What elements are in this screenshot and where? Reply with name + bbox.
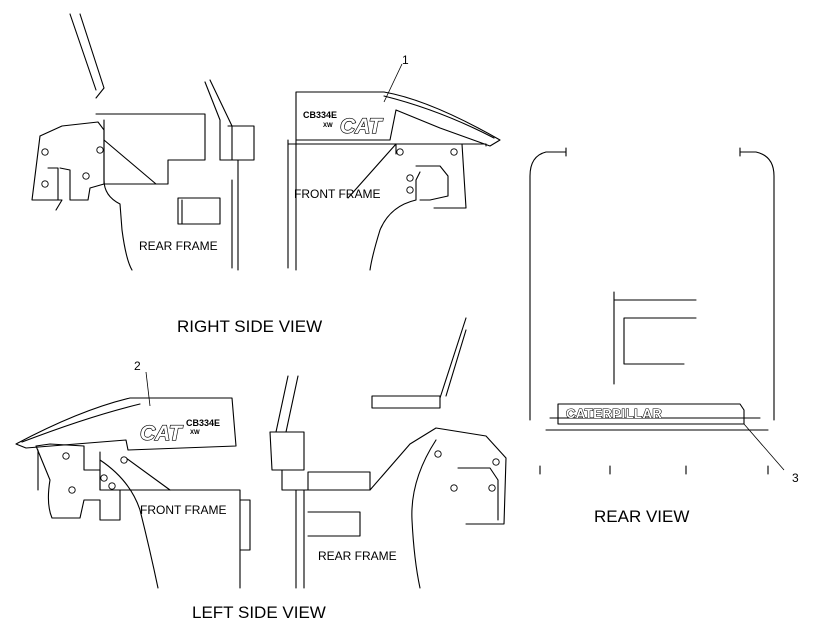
callout-1: 1 (402, 53, 409, 67)
rear-engine-panel (613, 291, 697, 385)
rear-frame-body (95, 113, 206, 185)
front-drum-bracket (35, 443, 121, 521)
cat-logo: CAT (340, 115, 384, 138)
rear-view: CATERPILLAR 3 REAR VIEW (529, 147, 799, 526)
svg-text:XW: XW (190, 430, 200, 436)
callout-2: 2 (134, 359, 141, 373)
rear-rops-outline (529, 151, 775, 421)
front-frame-label: FRONT FRAME (140, 503, 226, 517)
cat-logo: CAT (140, 422, 184, 445)
rear-frame-label: REAR FRAME (318, 549, 397, 563)
decal-1: CB334E XW CAT (303, 110, 384, 139)
svg-text:CB334E: CB334E (186, 418, 220, 428)
front-frame-label: FRONT FRAME (294, 187, 380, 201)
svg-text:XW: XW (323, 123, 333, 129)
rear-frame-label: REAR FRAME (139, 239, 218, 253)
caterpillar-decal: CATERPILLAR (566, 406, 662, 421)
left-side-view: CAT CB334E XW 2 FRONT FRAME REAR FRAME L… (15, 317, 507, 622)
decal-2: CAT CB334E XW (139, 418, 220, 446)
front-hood (15, 397, 237, 451)
right-side-view: REAR FRAME CB334E XW CAT 1 FRONT FRAME R… (31, 13, 501, 336)
rops-post (69, 13, 105, 91)
front-hood (295, 91, 501, 147)
callout-3: 3 (792, 471, 799, 485)
right-side-view-title: RIGHT SIDE VIEW (177, 317, 322, 336)
rear-view-title: REAR VIEW (594, 507, 689, 526)
svg-text:CB334E: CB334E (303, 110, 337, 120)
left-side-view-title: LEFT SIDE VIEW (192, 603, 326, 622)
rear-drum-bracket (39, 121, 133, 271)
